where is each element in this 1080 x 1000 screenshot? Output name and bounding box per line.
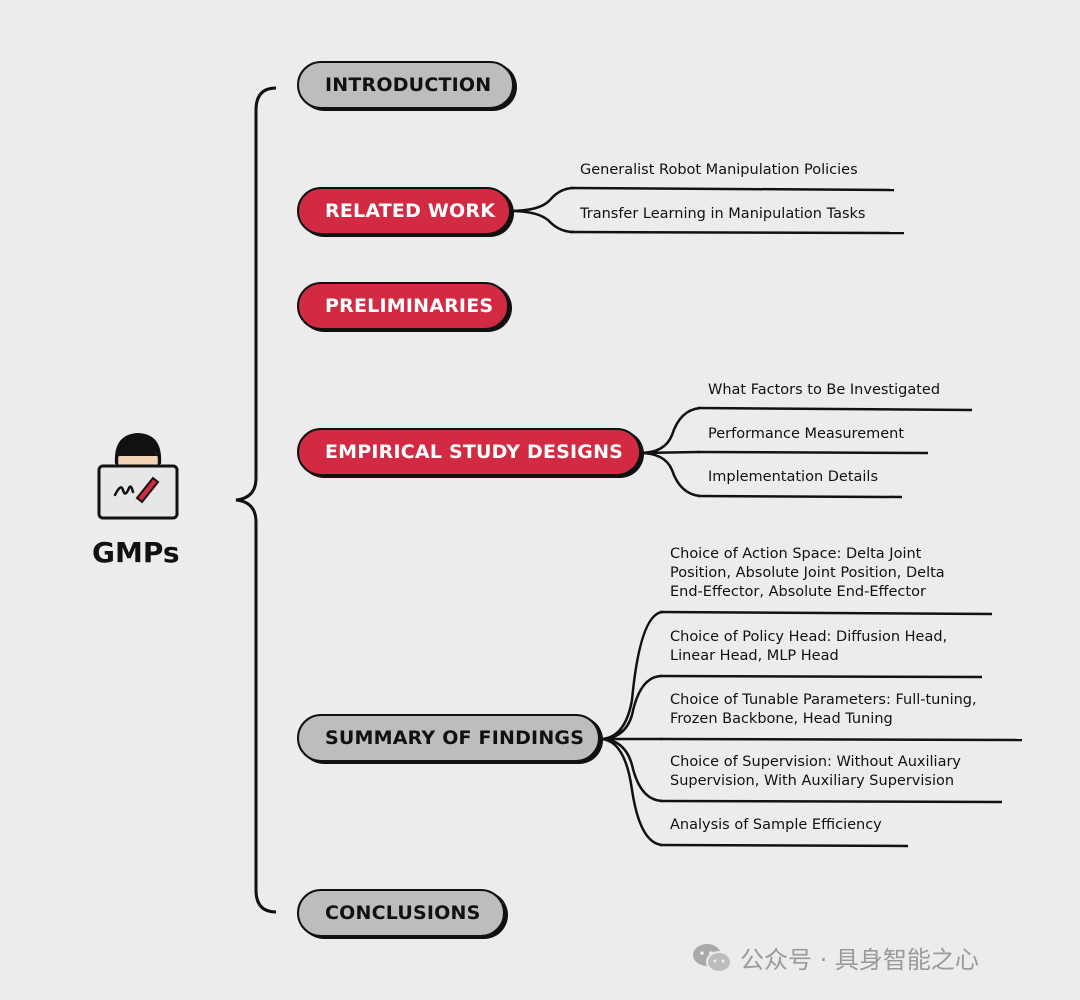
watermark-text: 公众号 · 具身智能之心 xyxy=(740,946,979,974)
connector-related-work xyxy=(509,186,575,234)
leaf-sample-efficiency: Analysis of Sample Efficiency xyxy=(670,817,882,833)
main-brace xyxy=(235,86,277,914)
leaf-generalist-policies: Generalist Robot Manipulation Policies xyxy=(580,162,858,178)
section-introduction[interactable]: INTRODUCTION xyxy=(297,61,514,109)
underline-summary-2 xyxy=(659,674,983,679)
leaf-tunable-parameters: Choice of Tunable Parameters: Full-tunin… xyxy=(670,691,977,729)
leaf-implementation-details: Implementation Details xyxy=(708,469,879,485)
section-empirical-study-designs[interactable]: EMPIRICAL STUDY DESIGNS xyxy=(297,428,641,476)
underline-summary-4 xyxy=(659,799,1003,804)
leaf-action-space-line-3: End-Effector, Absolute End-Effector xyxy=(670,584,926,600)
leaf-policy-head-line-2: Linear Head, MLP Head xyxy=(670,648,839,664)
leaf-supervision-line-1: Choice of Supervision: Without Auxiliary xyxy=(670,754,962,770)
underline-empirical-1 xyxy=(697,406,973,412)
section-related-work[interactable]: RELATED WORK xyxy=(297,187,511,235)
leaf-tunable-line-2: Frozen Backbone, Head Tuning xyxy=(670,711,893,727)
watermark: 公众号 · 具身智能之心 xyxy=(692,940,979,975)
wechat-icon xyxy=(693,943,732,973)
section-summary-of-findings[interactable]: SUMMARY OF FINDINGS xyxy=(297,714,600,762)
underline-summary-3 xyxy=(659,737,1023,742)
underline-related-1 xyxy=(569,186,895,192)
connector-empirical xyxy=(639,406,701,498)
leaf-action-space-line-1: Choice of Action Space: Delta Joint xyxy=(670,546,922,562)
leaf-factors: What Factors to Be Investigated xyxy=(708,382,941,398)
root-label: GMPs xyxy=(92,536,180,569)
leaf-action-space-line-2: Position, Absolute Joint Position, Delta xyxy=(670,565,945,581)
section-preliminaries[interactable]: PRELIMINARIES xyxy=(297,282,509,330)
underline-summary-5 xyxy=(659,843,909,848)
connector-summary xyxy=(599,610,663,847)
leaf-performance-measurement: Performance Measurement xyxy=(708,426,905,442)
leaf-tunable-line-1: Choice of Tunable Parameters: Full-tunin… xyxy=(670,692,977,708)
leaf-supervision-line-2: Supervision, With Auxiliary Supervision xyxy=(670,773,955,789)
leaf-policy-head: Choice of Policy Head: Diffusion Head, L… xyxy=(670,628,947,666)
underline-empirical-3 xyxy=(697,494,903,499)
section-conclusions[interactable]: CONCLUSIONS xyxy=(297,889,505,937)
person-laptop-icon xyxy=(97,433,179,520)
underline-related-2 xyxy=(569,230,905,235)
underline-empirical-2 xyxy=(697,450,929,455)
leaf-transfer-learning: Transfer Learning in Manipulation Tasks xyxy=(580,206,866,222)
underline-summary-1 xyxy=(659,610,993,616)
leaf-policy-head-line-1: Choice of Policy Head: Diffusion Head, xyxy=(670,629,948,645)
leaf-action-space: Choice of Action Space: Delta Joint Posi… xyxy=(670,545,945,602)
leaf-supervision: Choice of Supervision: Without Auxiliary… xyxy=(670,753,961,791)
